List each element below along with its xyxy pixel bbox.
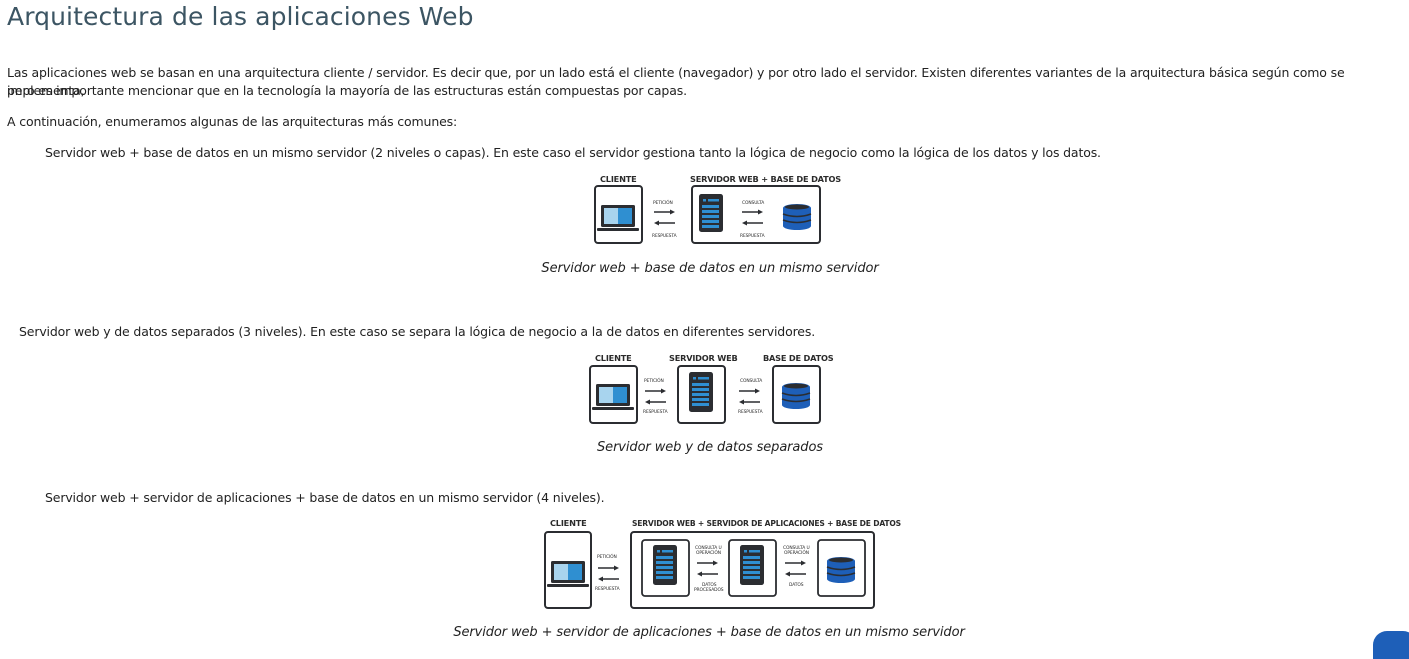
label-data: DATOS <box>789 582 804 588</box>
section3-text: Servidor web + servidor de aplicaciones … <box>45 490 605 505</box>
laptop-icon <box>597 205 639 231</box>
arrows-icon <box>654 209 675 226</box>
label-data-processed1: DATOS <box>702 582 717 588</box>
arrows-icon <box>739 388 760 405</box>
database-icon <box>781 383 811 409</box>
label-query: CONSULTA <box>742 200 764 206</box>
section3-caption: Servidor web + servidor de aplicaciones … <box>453 625 965 640</box>
label-response: RESPUESTA <box>595 586 620 592</box>
laptop-icon <box>547 561 589 587</box>
label-client: CLIENTE <box>600 174 637 184</box>
label-request: PETICIÓN <box>597 553 617 560</box>
label-group: SERVIDOR WEB + BASE DE DATOS <box>690 174 841 184</box>
label-request: PETICIÓN <box>644 377 664 384</box>
server-icon <box>740 545 764 585</box>
label-query-response: RESPUESTA <box>738 409 763 415</box>
section1-caption: Servidor web + base de datos en un mismo… <box>541 261 879 276</box>
label-data-processed2: PROCESADOS <box>694 587 724 593</box>
section1-text: Servidor web + base de datos en un mismo… <box>45 145 1101 160</box>
section2-text: Servidor web y de datos separados (3 niv… <box>19 324 816 339</box>
label-response: RESPUESTA <box>643 409 668 415</box>
database-icon <box>826 557 856 583</box>
arrows-icon <box>742 209 763 226</box>
server-icon <box>653 545 677 585</box>
label-database: BASE DE DATOS <box>763 353 834 363</box>
scroll-to-top-button[interactable] <box>1373 631 1409 659</box>
list-intro: A continuación, enumeramos algunas de la… <box>7 114 458 129</box>
intro-paragraph-line2: pero es importante mencionar que en la t… <box>7 83 687 98</box>
database-icon <box>782 204 812 230</box>
label-client: CLIENTE <box>595 353 632 363</box>
label-query: CONSULTA <box>740 378 762 384</box>
section2-caption: Servidor web y de datos separados <box>597 440 823 455</box>
arrows-icon <box>645 388 666 405</box>
page-title: Arquitectura de las aplicaciones Web <box>7 2 474 31</box>
label-query-response: RESPUESTA <box>740 233 765 239</box>
laptop-icon <box>592 384 634 410</box>
label-client: CLIENTE <box>550 518 587 528</box>
label-operation2a: CONSULTA U <box>783 545 810 551</box>
arrows-icon <box>785 560 806 577</box>
label-operation2b: OPERACIÓN <box>784 549 809 556</box>
label-group: SERVIDOR WEB + SERVIDOR DE APLICACIONES … <box>632 519 901 528</box>
label-operation1a: CONSULTA U <box>695 545 722 551</box>
label-response: RESPUESTA <box>652 233 677 239</box>
arrows-icon <box>598 565 619 582</box>
label-web-server: SERVIDOR WEB <box>669 353 738 363</box>
server-icon <box>699 194 723 232</box>
label-request: PETICIÓN <box>653 199 673 206</box>
diagram-four-tier: CLIENTE SERVIDOR WEB + SERVIDOR DE APLIC… <box>544 518 901 609</box>
intro-paragraph-line1: Las aplicaciones web se basan en una arq… <box>7 65 1345 98</box>
label-operation1b: OPERACIÓN <box>696 549 721 556</box>
diagram-two-tier: CLIENTE SERVIDOR WEB + BASE DE DATOS PET… <box>594 174 842 244</box>
diagram-three-tier: CLIENTE SERVIDOR WEB BASE DE DATOS PETIC… <box>589 353 834 424</box>
server-icon <box>689 372 713 412</box>
arrows-icon <box>697 560 718 577</box>
